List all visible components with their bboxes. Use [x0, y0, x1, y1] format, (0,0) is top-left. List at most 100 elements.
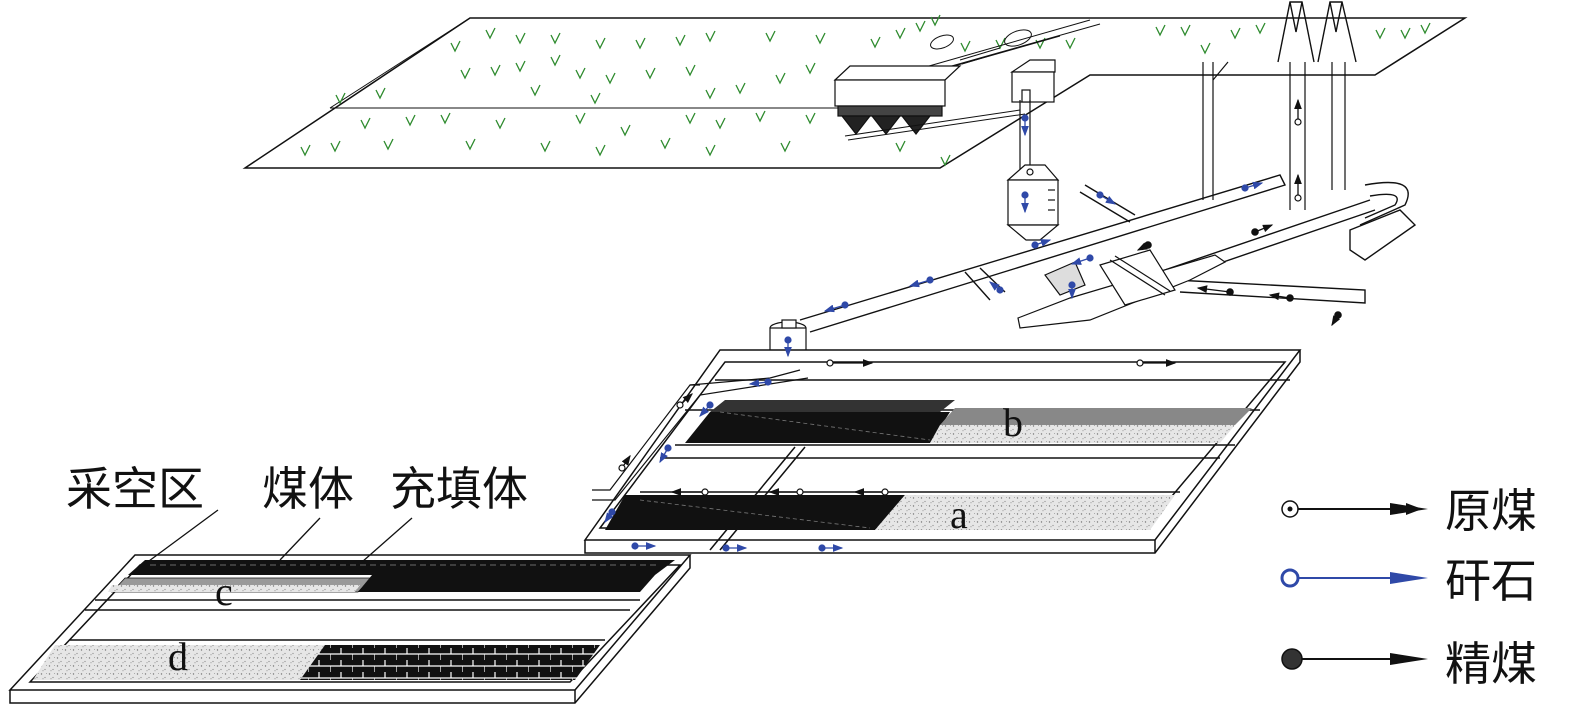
gangue-flow-arrow	[1031, 239, 1052, 249]
grass-mark	[660, 137, 671, 150]
legend: 原煤 矸石 精煤	[1280, 484, 1537, 691]
grass-mark	[930, 14, 941, 27]
clean-flow-arrow	[1251, 224, 1274, 236]
grass-mark	[895, 140, 906, 153]
raw-flow-arrow	[618, 454, 631, 472]
shaft-hut	[1010, 59, 1056, 103]
gangue-flow-arrow	[818, 544, 844, 552]
raw-flow-arrow	[826, 359, 874, 367]
panel-letter-c: c	[215, 569, 233, 614]
grass-mark	[495, 117, 506, 130]
panel-b	[685, 400, 1252, 443]
grass-mark	[460, 67, 471, 80]
gangue-flow-arrow	[604, 508, 616, 524]
grass-mark	[1400, 27, 1411, 40]
grass-mark	[815, 32, 826, 45]
gangue-flow-arrow	[1021, 191, 1029, 214]
grass-mark	[550, 32, 561, 45]
grass-mark	[1155, 24, 1166, 37]
panel-letter-d: d	[168, 634, 188, 679]
grass-mark	[465, 138, 476, 151]
grass-mark	[330, 140, 341, 153]
grass-mark	[1420, 22, 1431, 35]
grass-mark	[705, 144, 716, 157]
separation-chamber	[1017, 249, 1227, 329]
grass-mark	[895, 27, 906, 40]
grass-mark	[635, 37, 646, 50]
grass-mark	[780, 140, 791, 153]
grass-mark	[405, 114, 416, 127]
grass-mark	[735, 82, 746, 95]
surface-bunker-building	[833, 65, 1026, 141]
shafts	[1019, 61, 1346, 210]
grass-mark	[960, 40, 971, 53]
legend-item-clean-coal: 精煤	[1281, 637, 1537, 691]
panel-letter-a: a	[950, 492, 968, 537]
gangue-flow-arrow	[1070, 254, 1094, 265]
grass-mark	[685, 64, 696, 77]
grass-mark	[550, 54, 561, 67]
gangue-marker-icon	[1280, 568, 1300, 588]
clean-flow-arrow	[1196, 285, 1234, 296]
gangue-flow-arrow	[699, 401, 714, 417]
grass-mark	[775, 72, 786, 85]
grass-mark	[805, 112, 816, 125]
grass-mark	[590, 92, 601, 105]
grass-mark	[705, 30, 716, 43]
raw-flow-arrow	[676, 393, 693, 409]
grass-mark	[765, 30, 776, 43]
headframe-towers	[1277, 1, 1357, 63]
grass-mark	[595, 144, 606, 157]
clean-flow-arrow	[1136, 241, 1152, 251]
legend-label-gangue: 矸石	[1445, 554, 1537, 608]
gangue-flow-arrow	[784, 336, 792, 358]
grass-mark	[620, 124, 631, 137]
gangue-flow-arrow	[908, 276, 934, 288]
grass-mark	[755, 110, 766, 123]
grass-marks	[300, 14, 1431, 167]
gangue-flow-arrow	[823, 301, 849, 313]
flow-arrows	[604, 98, 1342, 552]
gangue-flow-arrow	[1068, 281, 1076, 300]
grass-mark	[805, 62, 816, 75]
grass-mark	[940, 154, 951, 167]
grass-mark	[1230, 27, 1241, 40]
grass-mark	[645, 67, 656, 80]
raw-flow-arrow	[1294, 98, 1302, 126]
grass-mark	[540, 140, 551, 153]
grass-mark	[595, 37, 606, 50]
grass-mark	[490, 64, 501, 77]
grass-mark	[1065, 37, 1076, 50]
clean-coal-marker-icon	[1281, 648, 1303, 670]
grass-mark	[375, 87, 386, 100]
coal-body-label: 煤体	[262, 462, 354, 516]
gangue-flow-arrow	[631, 542, 657, 550]
grass-mark	[300, 144, 311, 157]
raw-flow-arrow	[853, 488, 889, 496]
grass-mark	[575, 112, 586, 125]
goaf-label: 采空区	[66, 462, 204, 516]
grass-mark	[1375, 27, 1386, 40]
grass-mark	[715, 117, 726, 130]
area-callout-lines	[129, 509, 413, 576]
clean-flow-arrow	[1331, 311, 1342, 327]
grass-mark	[335, 92, 346, 105]
grass-mark	[870, 36, 881, 49]
raw-flow-arrow	[768, 488, 804, 496]
legend-label-clean-coal: 精煤	[1445, 637, 1537, 691]
grass-mark	[915, 20, 926, 33]
raw-flow-arrow	[670, 488, 709, 496]
raw-flow-arrow	[1294, 173, 1302, 202]
gangue-flow-arrow	[722, 544, 748, 552]
grass-mark	[485, 27, 496, 40]
grass-mark	[360, 117, 371, 130]
grass-mark	[1200, 42, 1211, 55]
grass-mark	[515, 32, 526, 45]
grass-mark	[675, 34, 686, 47]
panel-letter-b: b	[1003, 400, 1023, 445]
grass-mark	[530, 84, 541, 97]
grass-mark	[685, 112, 696, 125]
legend-item-raw-coal: 原煤	[1281, 484, 1537, 538]
underground-roadways	[799, 174, 1417, 333]
